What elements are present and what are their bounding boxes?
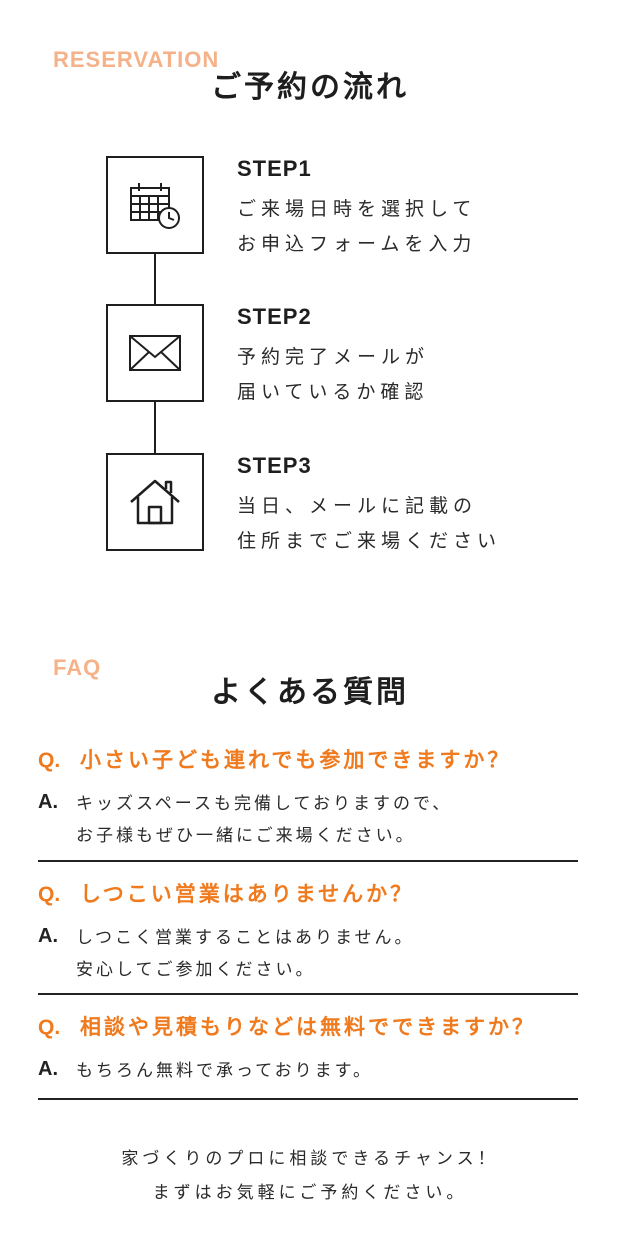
step3-icon-box — [106, 453, 204, 551]
step3-line2: 住所までご来場ください — [237, 530, 502, 552]
step2-line1: 予約完了メールが — [237, 346, 430, 368]
answer-mark: A. — [38, 791, 58, 813]
reservation-eyebrow: RESERVATION — [53, 47, 220, 72]
calendar-clock-icon — [130, 183, 180, 229]
faq-answer-2-line2: 安心してご参加ください。 — [76, 960, 316, 980]
closing-line2: まずはお気軽にご予約ください。 — [152, 1183, 468, 1203]
faq-eyebrow: FAQ — [53, 655, 102, 680]
faq-answer-1: キッズスペースも完備しておりますので、 お子様もぜひ一緒にご来場ください。 — [76, 788, 452, 852]
step3-line1: 当日、メールに記載の — [237, 495, 478, 517]
faq-answer-3-line1: もちろん無料で承っております。 — [76, 1061, 373, 1081]
question-mark: Q. — [38, 1016, 61, 1039]
faq-divider-1 — [38, 860, 578, 862]
faq-question-3: 相談や見積もりなどは無料でできますか？ — [80, 1015, 536, 1039]
faq-answer-3: もちろん無料で承っております。 — [76, 1055, 373, 1087]
house-icon — [130, 479, 180, 525]
faq-divider-2 — [38, 993, 578, 995]
envelope-icon — [129, 335, 181, 371]
faq-answer-1-line1: キッズスペースも完備しておりますので、 — [76, 794, 453, 814]
closing-message: 家づくりのプロに相談できるチャンス！ まずはお気軽にご予約ください。 — [0, 1142, 620, 1210]
question-mark: Q. — [38, 883, 61, 906]
step-connector-2 — [154, 402, 156, 453]
faq-divider-3 — [38, 1098, 578, 1100]
step1-line2: お申込フォームを入力 — [237, 233, 477, 255]
step2-text: STEP2 予約完了メールが 届いているか確認 — [237, 304, 429, 410]
faq-answer-1-line2: お子様もぜひ一緒にご来場ください。 — [76, 826, 416, 846]
faq-item-3: Q. 相談や見積もりなどは無料でできますか？ A. もちろん無料で承っております… — [38, 1011, 578, 1087]
step-connector-1 — [154, 254, 156, 304]
faq-question-2: しつこい営業はありませんか？ — [80, 882, 415, 906]
faq-item-2: Q. しつこい営業はありませんか？ A. しつこく営業することはありません。 安… — [38, 878, 578, 986]
answer-mark: A. — [38, 1058, 58, 1080]
faq-title: よくある質問 — [211, 675, 409, 710]
step1-icon-box — [106, 156, 204, 254]
step1-text: STEP1 ご来場日時を選択して お申込フォームを入力 — [237, 156, 476, 262]
step3-label: STEP3 — [237, 453, 312, 478]
faq-question-1: 小さい子ども連れでも参加できますか？ — [80, 748, 512, 772]
step1-line1: ご来場日時を選択して — [237, 198, 477, 220]
step3-text: STEP3 当日、メールに記載の 住所までご来場ください — [237, 453, 501, 559]
step1-label: STEP1 — [237, 156, 312, 181]
faq-answer-2-line1: しつこく営業することはありません。 — [76, 928, 415, 948]
question-mark: Q. — [38, 749, 61, 772]
faq-answer-2: しつこく営業することはありません。 安心してご参加ください。 — [76, 922, 414, 986]
step2-label: STEP2 — [237, 304, 312, 329]
faq-item-1: Q. 小さい子ども連れでも参加できますか？ A. キッズスペースも完備しておりま… — [38, 744, 578, 852]
step2-line2: 届いているか確認 — [237, 381, 429, 403]
step2-icon-box — [106, 304, 204, 402]
closing-line1: 家づくりのプロに相談できるチャンス！ — [121, 1149, 499, 1169]
answer-mark: A. — [38, 925, 58, 947]
reservation-title: ご予約の流れ — [211, 70, 409, 105]
